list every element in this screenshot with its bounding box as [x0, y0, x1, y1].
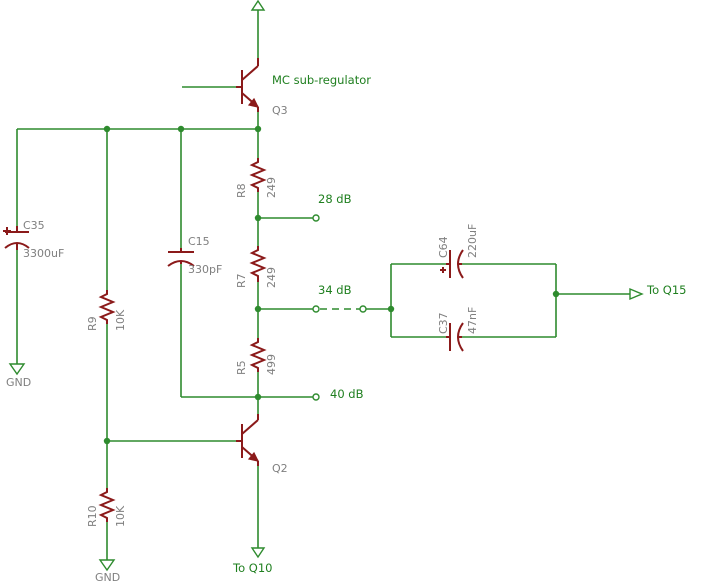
resistor-r10: [98, 488, 116, 522]
transistor-q2: [236, 414, 260, 466]
c15-label: C15: [188, 235, 210, 248]
c64-value: 220uF: [466, 224, 479, 258]
c37-label: C37: [437, 312, 450, 334]
to-q10-label: To Q10: [232, 561, 272, 575]
wires: [16, 10, 630, 560]
output-arrow-icon: [250, 547, 266, 559]
transistor-q3: [236, 58, 260, 112]
c64-label: C64: [437, 236, 450, 258]
r10-value: 10K: [114, 505, 127, 527]
q3-description-label: MC sub-regulator: [272, 73, 371, 87]
r9-label: R9: [86, 316, 99, 331]
c15-value: 330pF: [188, 263, 222, 276]
capacitor-c64: [440, 249, 464, 279]
resistor-r8: [249, 158, 267, 192]
to-q15-label: To Q15: [646, 283, 686, 297]
tap-pins: [312, 214, 367, 401]
capacitor-c37: [446, 322, 464, 352]
supply-arrow-icon: [250, 0, 266, 11]
r7-label: R7: [235, 273, 248, 288]
gnd-label-2: GND: [95, 571, 120, 584]
tap-40db-label: 40 dB: [330, 387, 364, 401]
r9-value: 10K: [114, 309, 127, 331]
r5-value: 499: [265, 354, 278, 375]
output-arrow-icon: [629, 287, 644, 301]
tap-34db-label: 34 dB: [318, 283, 352, 297]
resistor-r7: [249, 246, 267, 282]
q3-label: Q3: [272, 104, 288, 117]
r8-label: R8: [235, 183, 248, 198]
c35-label: C35: [23, 219, 45, 232]
capacitor-c35: [3, 226, 30, 250]
ground-icon: [98, 559, 116, 572]
q2-label: Q2: [272, 462, 288, 475]
ground-icon: [8, 363, 26, 376]
r10-label: R10: [86, 505, 99, 527]
c35-value: 3300uF: [23, 247, 64, 260]
resistor-r5: [249, 338, 267, 372]
resistor-r9: [98, 290, 116, 324]
r7-value: 249: [265, 267, 278, 288]
tap-28db-label: 28 dB: [318, 192, 352, 206]
r5-label: R5: [235, 360, 248, 375]
junctions: [103, 125, 560, 445]
gnd-label-1: GND: [6, 376, 31, 389]
r8-value: 249: [265, 177, 278, 198]
c37-value: 47nF: [466, 307, 479, 334]
capacitor-c15: [167, 248, 195, 267]
